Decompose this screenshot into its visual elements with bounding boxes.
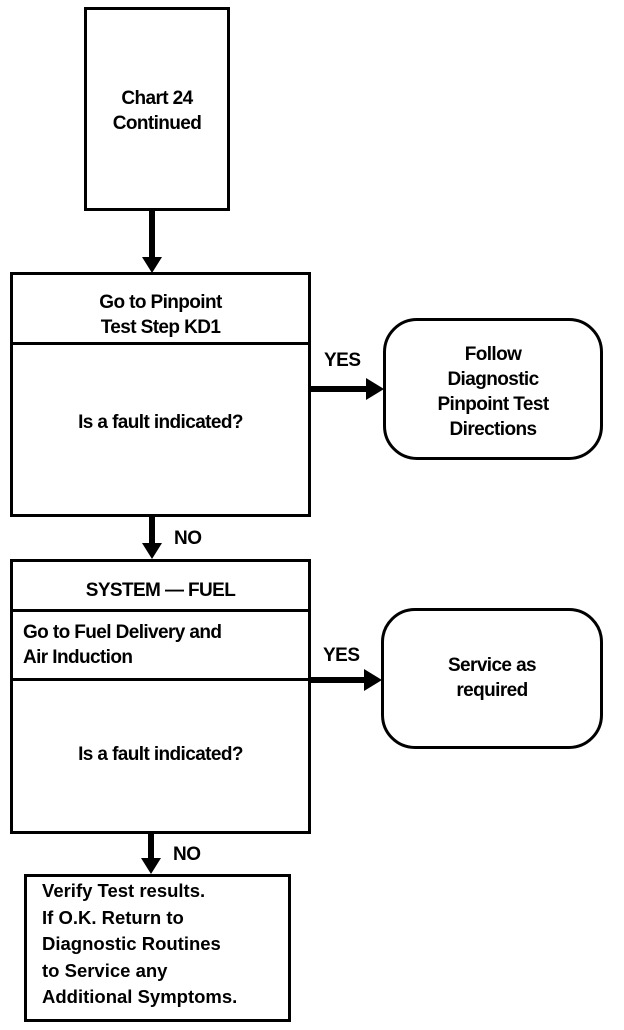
arrowhead-down-icon — [142, 257, 162, 273]
end-box — [24, 874, 291, 1022]
start-text: Chart 24 Continued — [112, 88, 202, 134]
connector-step1-no — [149, 517, 155, 547]
step1-yes-label: YES — [324, 350, 361, 371]
step1-yes-result-text: Follow Diagnostic Pinpoint Test Directio… — [437, 344, 549, 440]
connector-step1-yes — [311, 386, 369, 392]
end-text: Verify Test results. If O.K. Return to D… — [42, 880, 238, 1007]
step2-yes-result-text: Service as required — [447, 655, 537, 701]
step1-box — [10, 272, 311, 517]
step2-yes-result-box — [381, 608, 603, 749]
step2-yes-label: YES — [323, 645, 360, 666]
step2-divider-1 — [10, 609, 311, 612]
step2-box — [10, 559, 311, 834]
step1-yes-result-box — [383, 318, 603, 460]
step2-question: Is a fault indicated? — [78, 744, 243, 765]
arrowhead-right-icon — [364, 669, 382, 691]
start-box — [84, 7, 230, 211]
step1-header: Go to Pinpoint Test Step KD1 — [99, 292, 222, 338]
step2-header: Go to Fuel Delivery and Air Induction — [23, 622, 222, 668]
connector-step2-no — [148, 834, 154, 858]
arrowhead-down-icon — [141, 858, 161, 874]
connector-step2-yes — [311, 677, 369, 683]
arrowhead-down-icon — [142, 543, 162, 559]
step2-no-label: NO — [173, 844, 201, 865]
step2-divider-2 — [10, 678, 311, 681]
arrowhead-right-icon — [366, 378, 384, 400]
connector-start-step1 — [149, 211, 155, 261]
step1-no-label: NO — [174, 528, 202, 549]
step2-system-title: SYSTEM — FUEL — [85, 580, 236, 601]
step1-divider — [10, 342, 311, 345]
step1-question: Is a fault indicated? — [78, 412, 243, 433]
